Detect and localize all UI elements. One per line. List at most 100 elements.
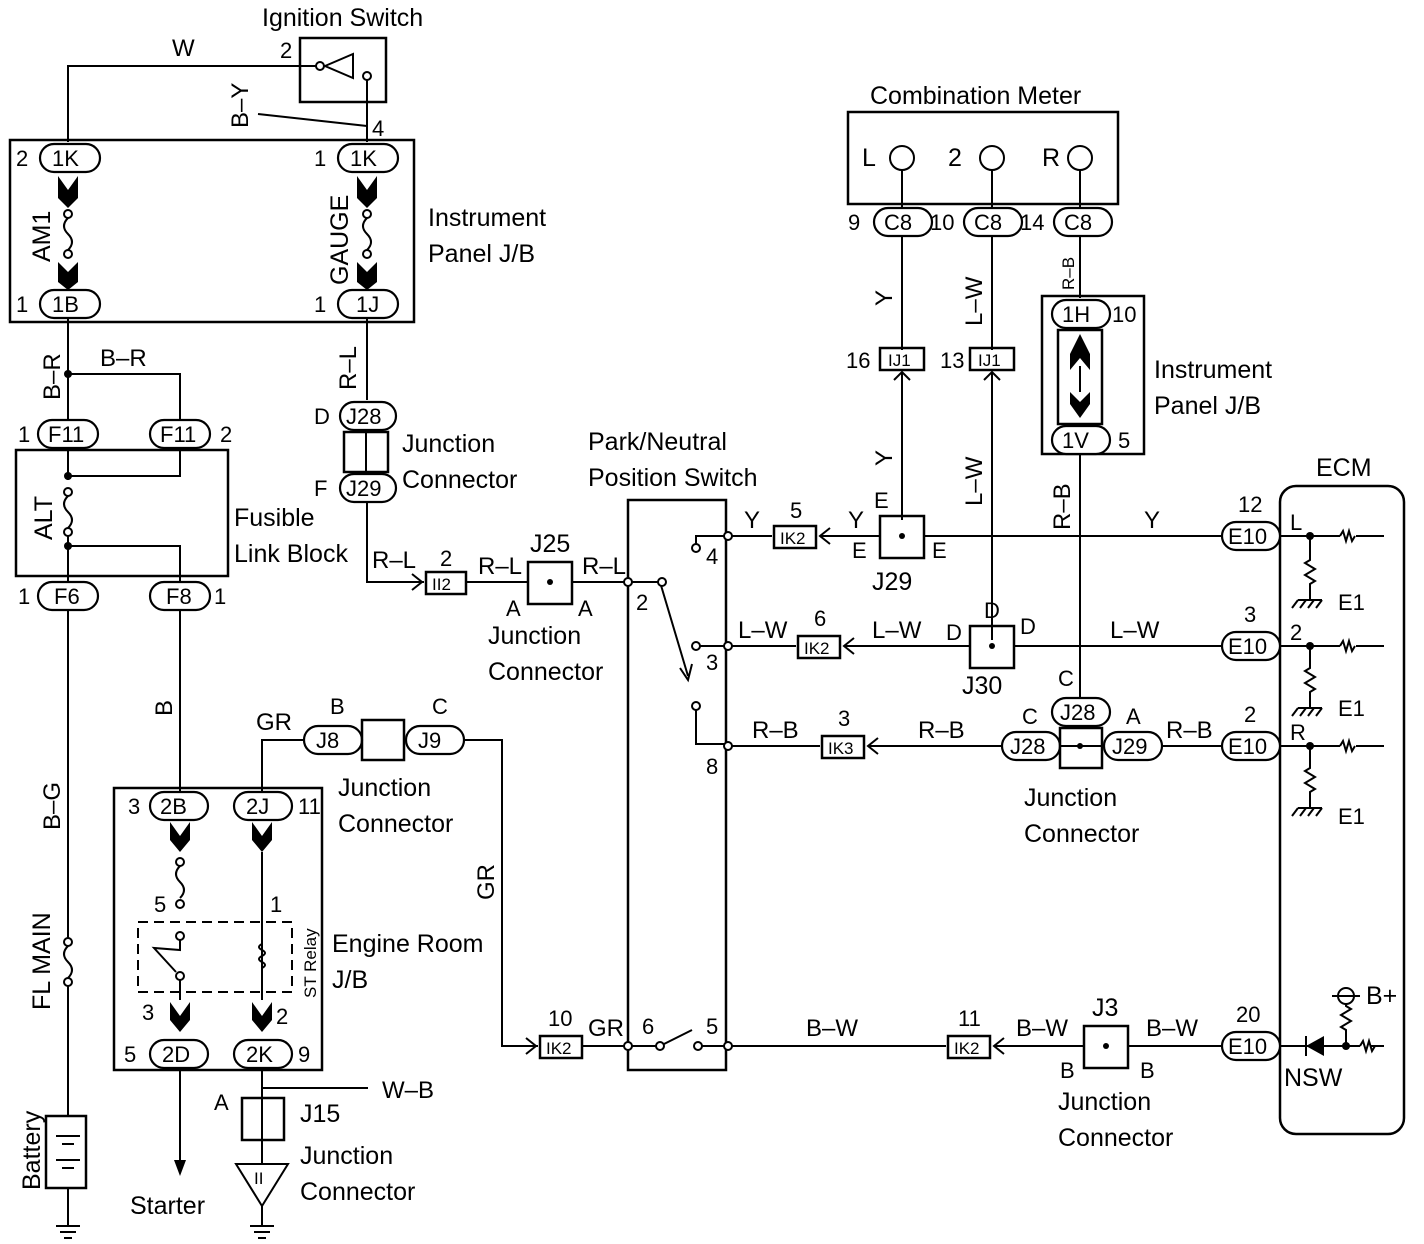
svg-text:A: A (506, 596, 521, 621)
svg-text:R–L: R–L (478, 553, 522, 580)
svg-text:B–W: B–W (1146, 1015, 1198, 1042)
svg-text:4: 4 (372, 116, 384, 141)
ignition-switch: Ignition Switch 2 4 (262, 4, 423, 141)
svg-text:6: 6 (814, 606, 826, 631)
svg-text:Position Switch: Position Switch (588, 464, 758, 492)
svg-text:1: 1 (18, 422, 30, 447)
svg-text:1V: 1V (1062, 428, 1089, 453)
svg-text:L–W: L–W (872, 617, 922, 644)
svg-text:GR: GR (588, 1015, 624, 1042)
svg-text:A: A (214, 1090, 229, 1115)
svg-text:J28: J28 (1060, 700, 1095, 725)
svg-text:Junction: Junction (300, 1142, 393, 1170)
svg-text:ST Relay: ST Relay (301, 928, 320, 998)
svg-text:2: 2 (948, 144, 962, 172)
svg-text:11: 11 (298, 794, 321, 819)
svg-text:1K: 1K (52, 146, 79, 171)
svg-text:2: 2 (1290, 620, 1302, 645)
svg-text:Engine Room: Engine Room (332, 930, 483, 958)
svg-text:IK2: IK2 (780, 529, 806, 548)
svg-text:12: 12 (1238, 492, 1262, 517)
svg-text:J29: J29 (872, 568, 912, 596)
svg-text:1: 1 (270, 892, 282, 917)
svg-text:W–B: W–B (382, 1077, 434, 1104)
svg-text:9: 9 (848, 210, 860, 235)
svg-text:II: II (254, 1169, 263, 1188)
svg-text:Connector: Connector (1024, 820, 1139, 848)
svg-text:E1: E1 (1338, 696, 1365, 721)
svg-text:11: 11 (958, 1006, 981, 1031)
svg-text:R–L: R–L (372, 547, 416, 574)
svg-text:D: D (984, 598, 1000, 623)
svg-text:3: 3 (838, 706, 850, 731)
svg-text:1J: 1J (356, 292, 379, 317)
svg-text:Connector: Connector (338, 810, 453, 838)
svg-text:B–W: B–W (1016, 1015, 1068, 1042)
svg-text:B–W: B–W (806, 1015, 858, 1042)
svg-text:4: 4 (706, 544, 718, 569)
svg-text:E10: E10 (1228, 634, 1267, 659)
junction-connector-j28-j29-right: J28 C J28 C J29 A Junction Connector (1000, 666, 1164, 848)
svg-text:Link Block: Link Block (234, 540, 348, 568)
svg-text:Y: Y (871, 450, 898, 466)
svg-text:1: 1 (16, 292, 28, 317)
svg-text:IK2: IK2 (954, 1039, 980, 1058)
svg-text:B: B (1060, 1058, 1075, 1083)
fusible-link-block: F11 1 F11 2 ALT F6 1 F8 1 Fusible Link B… (14, 418, 348, 612)
junction-connector-j30: D D D J30 (946, 598, 1036, 700)
svg-text:5: 5 (706, 1014, 718, 1039)
svg-text:J3: J3 (1092, 994, 1118, 1022)
svg-text:14: 14 (1020, 210, 1044, 235)
svg-text:GR: GR (256, 709, 292, 736)
svg-text:1H: 1H (1062, 302, 1090, 327)
svg-text:F: F (314, 476, 327, 501)
svg-text:3: 3 (1244, 602, 1256, 627)
starter-label: Starter (130, 1192, 205, 1220)
wire-label-l-w: L–W (961, 276, 988, 326)
svg-text:C: C (432, 694, 448, 719)
junction-connector-j28-j29: J28 D J29 F Junction Connector (314, 400, 517, 504)
svg-text:2: 2 (1244, 702, 1256, 727)
wire-label-r-l: R–L (335, 346, 362, 390)
svg-text:F11: F11 (48, 422, 84, 447)
junction-connector-j25: J25 A A Junction Connector (488, 530, 603, 686)
svg-text:L–W: L–W (1110, 617, 1160, 644)
svg-text:IJ1: IJ1 (978, 351, 1001, 370)
svg-text:C: C (1022, 704, 1038, 729)
svg-text:R–B: R–B (918, 717, 965, 744)
svg-text:J29: J29 (1112, 734, 1147, 759)
junction-connector-j15: A J15 Junction Connector II (214, 1090, 415, 1239)
svg-text:Y: Y (1144, 507, 1160, 534)
svg-text:3: 3 (142, 1000, 154, 1025)
svg-text:Y: Y (744, 507, 760, 534)
svg-text:E: E (874, 488, 889, 513)
fl-main-label: FL MAIN (28, 912, 56, 1010)
ecm: ECM E10 12 L E10 3 2 E10 2 R E10 20 E1 E… (1220, 454, 1406, 1136)
svg-text:E10: E10 (1228, 524, 1267, 549)
wire-label-b-r: B–R (39, 353, 66, 400)
svg-text:R–B: R–B (1166, 717, 1213, 744)
wire-label-y: Y (871, 290, 898, 306)
svg-text:10: 10 (548, 1006, 572, 1031)
svg-text:L: L (1290, 510, 1302, 535)
instrument-panel-jb-right: 1H 10 1V 5 Instrument Panel J/B (1040, 294, 1272, 456)
svg-text:J/B: J/B (332, 966, 368, 994)
svg-text:IK3: IK3 (828, 739, 854, 758)
svg-text:R: R (1042, 144, 1060, 172)
park-neutral-position-switch: Park/Neutral Position Switch 2 4 3 8 6 5 (588, 428, 758, 1072)
svg-text:R–B: R–B (752, 717, 799, 744)
svg-text:A: A (578, 596, 593, 621)
svg-text:R–L: R–L (582, 553, 626, 580)
svg-text:3: 3 (706, 650, 718, 675)
gauge-fuse-label: GAUGE (326, 195, 354, 285)
svg-text:13: 13 (940, 348, 964, 373)
svg-text:1B: 1B (52, 292, 79, 317)
svg-text:C8: C8 (1064, 210, 1092, 235)
junction-connector-j8-j9: J8 B J9 C Junction Connector (302, 694, 466, 838)
svg-text:8: 8 (706, 754, 718, 779)
svg-text:2J: 2J (246, 794, 269, 819)
svg-text:D: D (1020, 614, 1036, 639)
svg-text:1: 1 (314, 146, 326, 171)
svg-text:Instrument: Instrument (1154, 356, 1272, 384)
svg-text:B: B (330, 694, 345, 719)
